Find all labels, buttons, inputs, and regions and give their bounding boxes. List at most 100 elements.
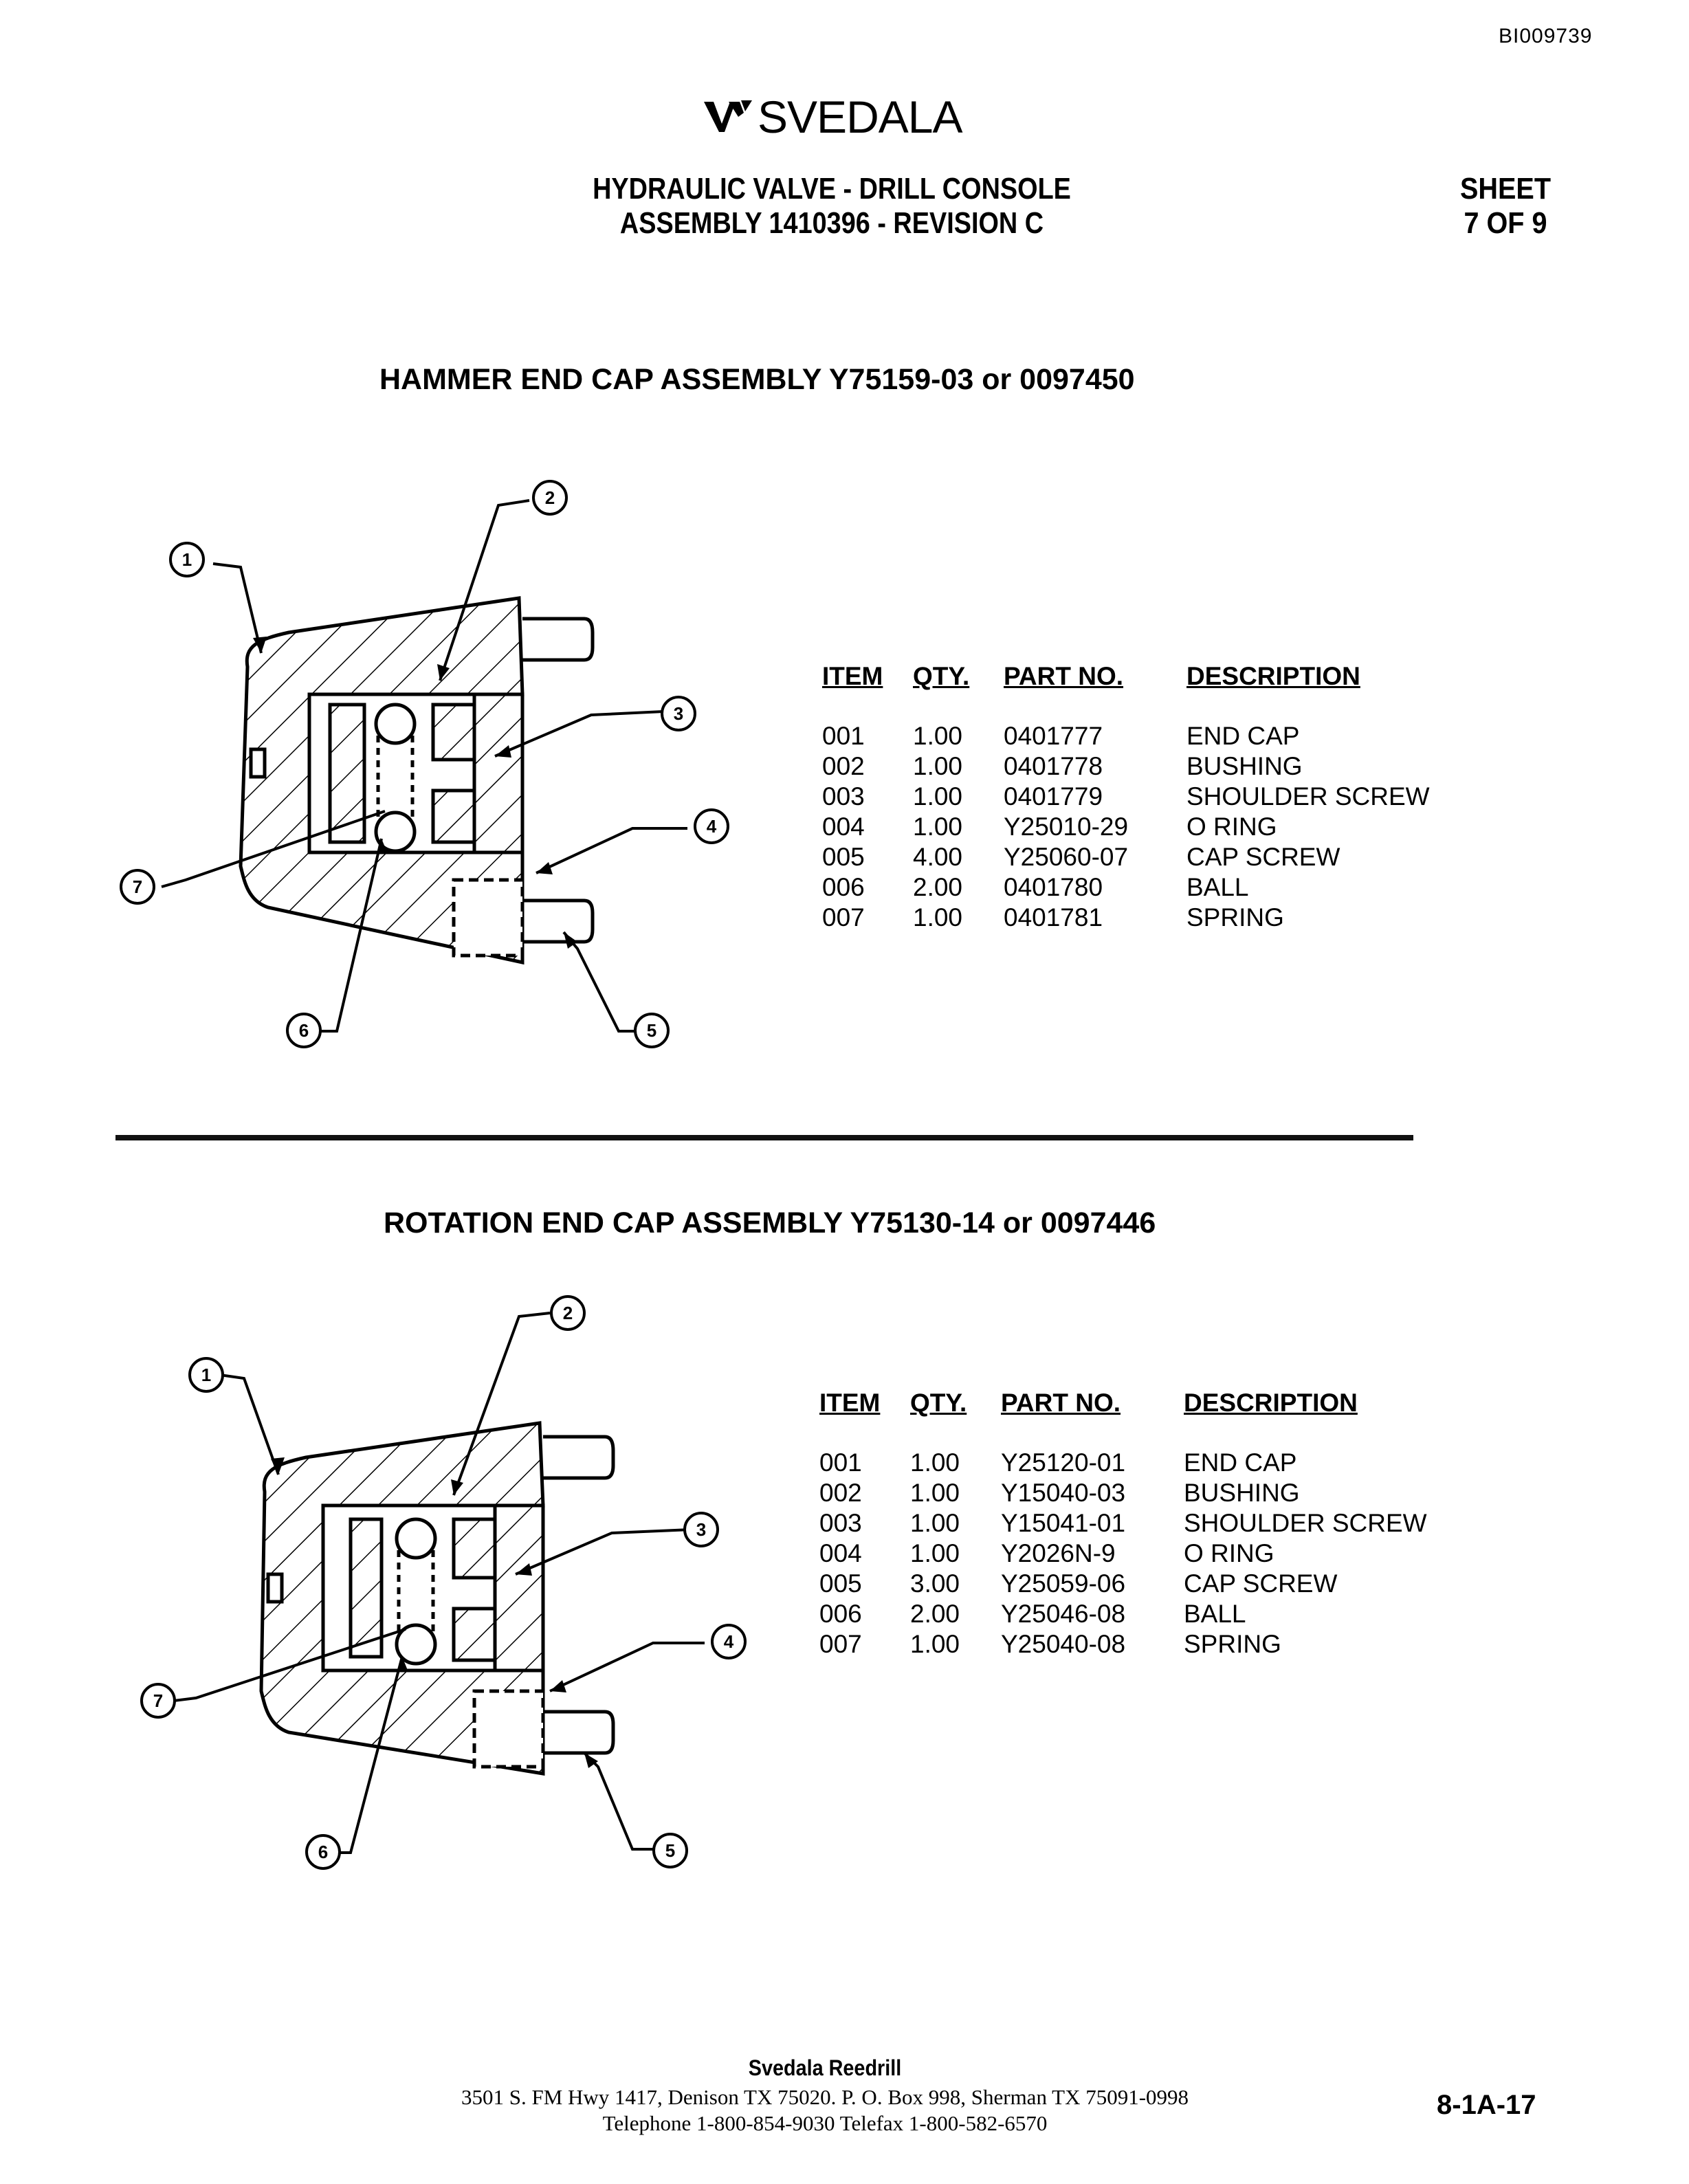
cell-qty: 1.00 <box>913 752 963 780</box>
cell-part-no: Y25010-29 <box>1004 813 1129 841</box>
cell-description: O RING <box>1184 1539 1274 1567</box>
cell-part-no: Y25040-08 <box>1001 1630 1126 1658</box>
cell-description: BUSHING <box>1186 752 1303 780</box>
cell-qty: 1.00 <box>910 1630 960 1658</box>
cell-qty: 2.00 <box>913 873 963 901</box>
section-divider <box>115 1135 1413 1140</box>
document-title: HYDRAULIC VALVE - DRILL CONSOLE ASSEMBLY… <box>566 172 1098 241</box>
cell-qty: 1.00 <box>913 722 963 750</box>
callout-2: 2 <box>550 1295 586 1331</box>
table-row: 007 1.00 0401781 SPRING <box>822 903 1475 933</box>
document-id: BI009739 <box>1499 25 1593 47</box>
cell-qty: 1.00 <box>910 1479 960 1507</box>
rotation-end-cap-drawing: 1 2 3 4 5 6 7 <box>140 1295 747 1870</box>
svg-text:5: 5 <box>665 1840 675 1861</box>
cell-qty: 2.00 <box>910 1600 960 1628</box>
rotation-section-title: ROTATION END CAP ASSEMBLY Y75130-14 or 0… <box>384 1206 1156 1239</box>
callout-7: 7 <box>140 1683 176 1719</box>
logo-text: SVEDALA <box>758 91 962 142</box>
header-qty: QTY. <box>910 1389 967 1417</box>
cell-qty: 1.00 <box>910 1509 960 1537</box>
cell-part-no: Y25046-08 <box>1001 1600 1126 1628</box>
header-qty: QTY. <box>913 662 970 690</box>
callout-1: 1 <box>188 1357 224 1393</box>
cell-description: BALL <box>1184 1600 1246 1628</box>
cell-item: 005 <box>819 1569 862 1598</box>
svg-text:2: 2 <box>563 1303 573 1323</box>
cell-part-no: 0401780 <box>1004 873 1103 901</box>
table-row: 006 2.00 0401780 BALL <box>822 872 1475 903</box>
cell-part-no: 0401777 <box>1004 722 1103 750</box>
svg-text:1: 1 <box>201 1365 211 1385</box>
callout-5: 5 <box>634 1013 670 1048</box>
cell-item: 007 <box>822 903 865 931</box>
svg-text:4: 4 <box>724 1631 734 1652</box>
callout-4: 4 <box>694 808 729 844</box>
cell-item: 007 <box>819 1630 862 1658</box>
cell-description: SHOULDER SCREW <box>1186 782 1430 810</box>
cell-item: 001 <box>819 1448 862 1477</box>
header-item: ITEM <box>819 1389 881 1417</box>
cell-item: 005 <box>822 843 865 871</box>
header-part-no: PART NO. <box>1004 662 1124 690</box>
title-line-1: HYDRAULIC VALVE - DRILL CONSOLE <box>593 172 1071 206</box>
cell-part-no: Y2026N-9 <box>1001 1539 1116 1567</box>
cell-qty: 3.00 <box>910 1569 960 1598</box>
footer-contact: 3501 S. FM Hwy 1417, Denison TX 75020. P… <box>344 2084 1306 2137</box>
cell-description: SPRING <box>1184 1630 1281 1658</box>
cell-qty: 1.00 <box>913 903 963 931</box>
svg-text:2: 2 <box>545 487 555 508</box>
cell-description: BUSHING <box>1184 1479 1300 1507</box>
svg-text:3: 3 <box>696 1519 706 1540</box>
cell-description: END CAP <box>1184 1448 1297 1477</box>
sheet-number: SHEET 7 OF 9 <box>1425 172 1586 241</box>
cell-item: 006 <box>819 1600 862 1628</box>
cell-part-no: Y25059-06 <box>1001 1569 1126 1598</box>
cell-part-no: Y15041-01 <box>1001 1509 1126 1537</box>
table-row: 007 1.00 Y25040-08 SPRING <box>819 1629 1472 1659</box>
cell-part-no: 0401781 <box>1004 903 1103 931</box>
svg-text:4: 4 <box>707 816 717 837</box>
cell-item: 006 <box>822 873 865 901</box>
company-logo: SVEDALA <box>701 89 990 144</box>
table-row: 006 2.00 Y25046-08 BALL <box>819 1599 1472 1629</box>
cell-description: CAP SCREW <box>1186 843 1340 871</box>
page-number: 8-1A-17 <box>1437 2090 1536 2120</box>
cell-qty: 1.00 <box>913 813 963 841</box>
callout-1: 1 <box>169 542 205 577</box>
header-part-no: PART NO. <box>1001 1389 1121 1417</box>
cell-qty: 1.00 <box>913 782 963 810</box>
cell-item: 003 <box>822 782 865 810</box>
cell-description: SPRING <box>1186 903 1284 931</box>
cell-item: 004 <box>822 813 865 841</box>
svg-text:3: 3 <box>674 703 683 724</box>
cell-qty: 4.00 <box>913 843 963 871</box>
cell-part-no: Y15040-03 <box>1001 1479 1126 1507</box>
header-description: DESCRIPTION <box>1184 1389 1358 1417</box>
cell-description: BALL <box>1186 873 1249 901</box>
svedala-logo-icon <box>704 100 752 132</box>
title-line-2: ASSEMBLY 1410396 - REVISION C <box>619 206 1044 240</box>
svg-text:6: 6 <box>318 1842 328 1862</box>
cell-item: 002 <box>819 1479 862 1507</box>
cell-item: 004 <box>819 1539 862 1567</box>
table-header: ITEM QTY. PART NO. DESCRIPTION <box>819 1389 1472 1423</box>
svg-text:6: 6 <box>299 1020 309 1041</box>
hammer-section-title: HAMMER END CAP ASSEMBLY Y75159-03 or 009… <box>379 363 1135 396</box>
cell-description: SHOULDER SCREW <box>1184 1509 1427 1537</box>
cell-description: END CAP <box>1186 722 1300 750</box>
table-header: ITEM QTY. PART NO. DESCRIPTION <box>822 662 1475 696</box>
footer-company: Svedala Reedrill <box>748 2055 902 2080</box>
svg-text:1: 1 <box>182 549 192 570</box>
callout-2: 2 <box>532 480 568 516</box>
cell-item: 002 <box>822 752 865 780</box>
callout-6: 6 <box>305 1834 341 1870</box>
